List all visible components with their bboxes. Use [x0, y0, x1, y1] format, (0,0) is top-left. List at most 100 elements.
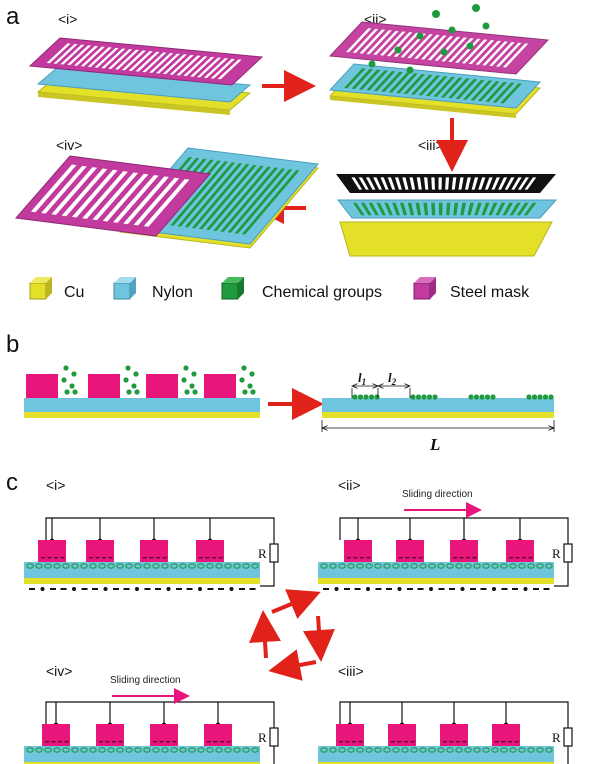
- mask-slot: [80, 46, 105, 67]
- chemical-stripe: [467, 202, 474, 216]
- dimension-label-l1: l1: [358, 370, 366, 387]
- chemical-dot: [368, 394, 375, 400]
- chemical-stripe: [448, 78, 470, 99]
- mask-slot: [502, 43, 529, 68]
- chemical-group: [116, 563, 124, 569]
- mask-slot: [461, 39, 488, 64]
- mask-slot: [451, 177, 457, 190]
- electrode-block: [506, 540, 534, 562]
- mask-block: [204, 374, 236, 398]
- mask-slot: [73, 45, 99, 66]
- chemical-group: [71, 747, 79, 753]
- chemical-stripes: [344, 68, 522, 104]
- nylon-layer: [36, 66, 252, 103]
- resistor: [563, 543, 573, 563]
- mask-slot: [373, 30, 399, 55]
- circuit-wire: [45, 517, 275, 544]
- mask-slot: [114, 49, 140, 70]
- electrode-block: [96, 724, 124, 746]
- mask-slot: [465, 177, 471, 190]
- cycle-arrows: [249, 589, 335, 681]
- cu-layer: [24, 578, 260, 584]
- cycle-arrow-iii-to-iv: [268, 649, 317, 681]
- chemical-stripe: [366, 70, 388, 91]
- chemical-group: [410, 563, 418, 569]
- mask-slot: [482, 41, 508, 66]
- mask-slot: [128, 51, 153, 71]
- chemical-group: [473, 747, 481, 753]
- cross-section-patterned: l1 l2 L: [322, 370, 554, 454]
- nylon-layer: [318, 746, 554, 762]
- chemical-group: [143, 563, 151, 569]
- chemical-stripe: [191, 164, 250, 229]
- chemical-group: [35, 747, 43, 753]
- mask-slot: [352, 28, 379, 53]
- chemical-dot: [531, 394, 538, 400]
- chemical-particles: [368, 4, 490, 74]
- chemical-group: [152, 563, 160, 569]
- mask-slot: [400, 33, 426, 58]
- chemical-particle: [61, 377, 67, 383]
- electrode-block: [440, 724, 468, 746]
- dimension-label-l2: l2: [388, 370, 397, 387]
- mask-slot: [123, 176, 169, 225]
- legend-item-steel: Steel mask: [413, 277, 530, 301]
- mask-slot: [135, 51, 160, 72]
- mask-slot: [420, 35, 447, 60]
- mask-slot: [41, 165, 87, 214]
- resistor-label: R: [552, 546, 561, 561]
- legend: Cu Nylon Chemical groups Steel mask: [29, 277, 530, 301]
- mask-slot: [475, 40, 502, 65]
- nylon-layer: [24, 746, 260, 762]
- chemical-group: [251, 747, 259, 753]
- chemical-stripe: [396, 73, 418, 94]
- mask-slot: [87, 47, 112, 68]
- chemical-stripe: [198, 164, 257, 230]
- mask-slot: [82, 171, 128, 219]
- mask-slot: [217, 59, 242, 80]
- nylon-layer: [24, 562, 260, 578]
- chemical-group: [233, 563, 241, 569]
- chemical-stripe: [460, 202, 467, 216]
- chemical-group: [410, 747, 418, 753]
- chemical-group: [206, 747, 214, 753]
- chemical-dot: [410, 394, 416, 400]
- cu-layer: [339, 221, 553, 257]
- chemical-stripe: [392, 202, 400, 216]
- stack-step-iii: [336, 174, 558, 257]
- chemical-stripe: [495, 202, 506, 216]
- chemical-particle: [242, 389, 248, 395]
- chemical-particle: [247, 383, 253, 389]
- step-label-a-iv: <iv>: [56, 137, 82, 153]
- chemical-group: [383, 747, 391, 753]
- chemical-group: [89, 563, 97, 569]
- legend-item-chemical: Chemical groups: [221, 277, 382, 301]
- chemical-stripe: [376, 202, 386, 216]
- chemical-group: [188, 747, 196, 753]
- chemical-group: [107, 747, 115, 753]
- chemical-stripe: [418, 75, 441, 96]
- chemical-group: [428, 747, 436, 753]
- chemical-stripe: [352, 202, 365, 216]
- chemical-group: [62, 563, 70, 569]
- chemical-group: [518, 563, 526, 569]
- chemical-stripe: [213, 166, 271, 232]
- chemical-stripe: [384, 202, 393, 216]
- chemical-stripe: [481, 202, 490, 216]
- chemical-stripe: [463, 79, 485, 100]
- chemical-group: [338, 563, 346, 569]
- chemical-stripe: [234, 169, 293, 234]
- chemical-particle: [72, 389, 78, 395]
- chemical-group: [464, 563, 472, 569]
- chemical-group: [188, 563, 196, 569]
- chemical-dot: [542, 394, 549, 400]
- chemical-stripe: [381, 71, 403, 92]
- chemical-particle: [125, 365, 131, 371]
- chemical-group: [152, 747, 160, 753]
- mask-slot: [183, 56, 208, 77]
- cu-layer: [318, 762, 554, 764]
- cycle-arrow-iv-to-i: [249, 610, 281, 659]
- electrode-block: [86, 540, 114, 562]
- mask-slot: [359, 29, 386, 54]
